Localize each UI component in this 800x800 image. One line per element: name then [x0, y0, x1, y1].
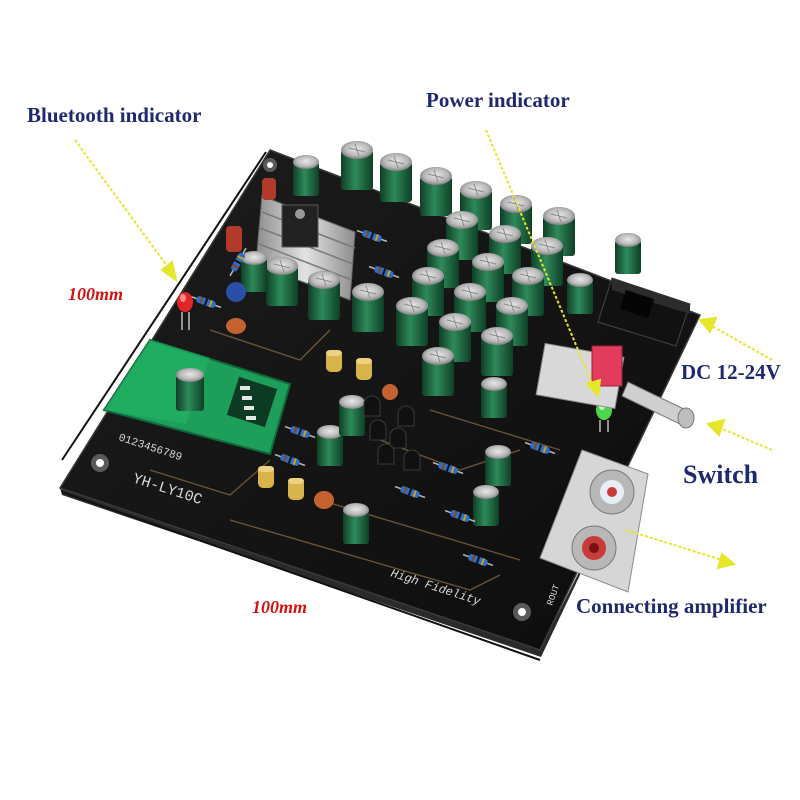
connecting-amplifier-label: Connecting amplifier — [576, 594, 767, 618]
annotation-arrows — [74, 129, 773, 570]
bluetooth-module — [102, 338, 292, 456]
amplifier-arrow-icon — [625, 529, 737, 570]
dc-jack — [597, 277, 691, 347]
depth-dimension-label: 100mm — [252, 597, 308, 617]
switch-arrow-icon — [706, 418, 773, 451]
power-indicator-label: Power indicator — [426, 88, 570, 112]
mounting-holes — [91, 158, 531, 621]
power-arrow-icon — [485, 129, 602, 399]
toggle-switch — [535, 342, 695, 429]
bluetooth-led — [177, 292, 193, 330]
rca-connectors — [539, 449, 649, 593]
width-dimension-label: 100mm — [68, 284, 124, 304]
red-components — [226, 178, 398, 509]
bluetooth-indicator-label: Bluetooth indicator — [27, 103, 202, 127]
switch-label: Switch — [683, 460, 759, 489]
dimension-lines — [61, 151, 541, 661]
dc-arrow-icon — [698, 316, 773, 361]
dc-input-label: DC 12-24V — [681, 360, 781, 384]
bluetooth-arrow-icon — [74, 139, 178, 283]
